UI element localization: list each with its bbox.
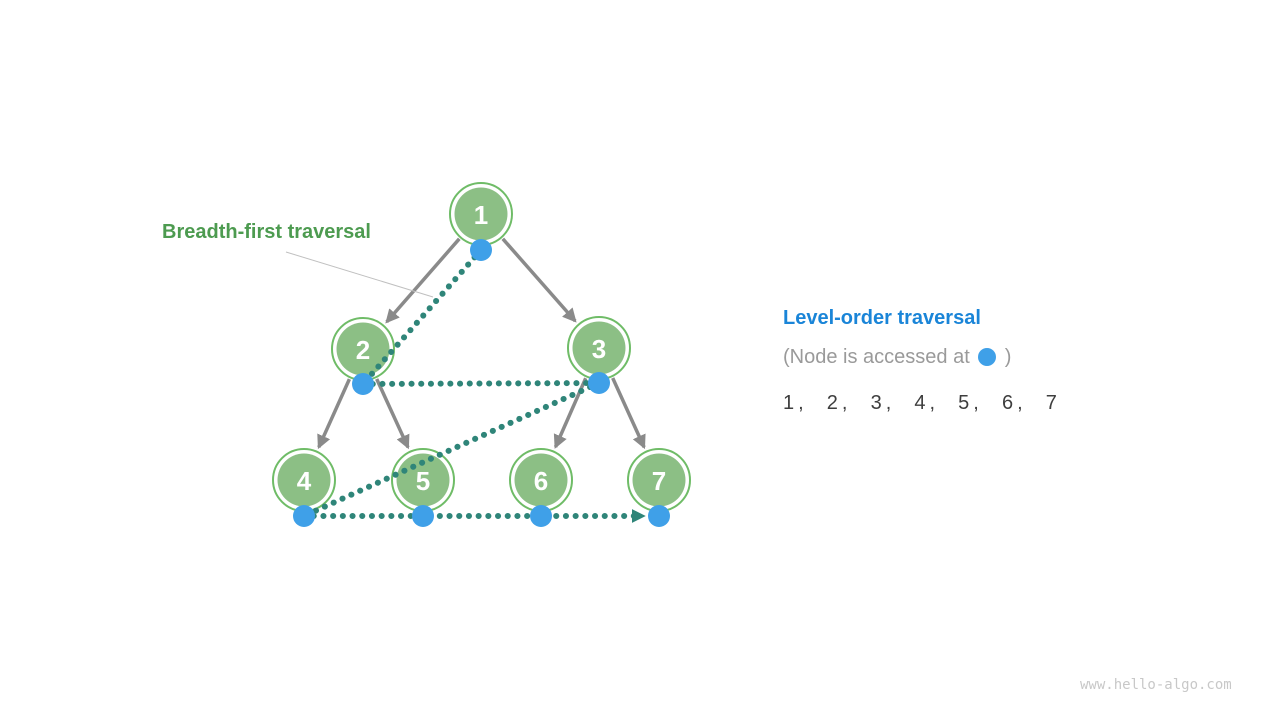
traversal-segment-2-3 — [360, 380, 602, 387]
traversal-segment-3-4 — [301, 380, 602, 519]
legend-note: (Node is accessed at) — [783, 344, 1011, 370]
node-label: 6 — [534, 466, 548, 496]
tree-node-3: 3 — [567, 316, 631, 380]
node-circle — [454, 187, 508, 241]
node-circle — [396, 453, 450, 507]
tree-node-1: 1 — [449, 182, 513, 246]
access-dot-node-6 — [530, 505, 552, 527]
tree-edge-3-7 — [611, 377, 646, 450]
legend-note-prefix: (Node is accessed at — [783, 346, 970, 368]
node-circle — [277, 453, 331, 507]
tree-node-7: 7 — [627, 448, 691, 512]
access-dot-node-3 — [588, 372, 610, 394]
node-label: 2 — [356, 335, 370, 365]
tree-edge-1-3 — [501, 237, 577, 323]
bfs-label: Breadth-first traversal — [162, 221, 371, 243]
access-dots — [293, 239, 670, 527]
watermark: www.hello-algo.com — [1080, 677, 1232, 693]
node-circle — [632, 453, 686, 507]
tree-node-4: 4 — [272, 448, 336, 512]
access-dot-node-5 — [412, 505, 434, 527]
traversal-sequence: 1, 2, 3, 4, 5, 6, 7 — [783, 392, 1061, 414]
access-dot-node-7 — [648, 505, 670, 527]
access-dot-node-4 — [293, 505, 315, 527]
node-label: 7 — [652, 466, 666, 496]
node-label: 3 — [592, 334, 606, 364]
tree-edge-2-5 — [375, 378, 410, 450]
node-label: 1 — [474, 200, 488, 230]
traversal-segment-1-2 — [360, 247, 484, 387]
tree-edge-1-2 — [385, 237, 461, 324]
tree-node-2: 2 — [331, 317, 395, 381]
legend-note-suffix: ) — [1004, 346, 1012, 368]
tree-edge-2-4 — [317, 378, 351, 450]
tree-node-5: 5 — [391, 448, 455, 512]
label-leader-line — [285, 251, 434, 298]
access-dot-node-2 — [352, 373, 374, 395]
node-label: 5 — [416, 466, 430, 496]
node-circle — [336, 322, 390, 376]
tree-node-6: 6 — [509, 448, 573, 512]
access-dot-icon — [977, 348, 996, 366]
traversal-path — [301, 247, 646, 523]
legend-title: Level-order traversal — [783, 307, 981, 329]
access-dot-node-1 — [470, 239, 492, 261]
node-circle — [514, 453, 568, 507]
node-label: 4 — [297, 466, 312, 496]
node-circle — [572, 321, 626, 375]
